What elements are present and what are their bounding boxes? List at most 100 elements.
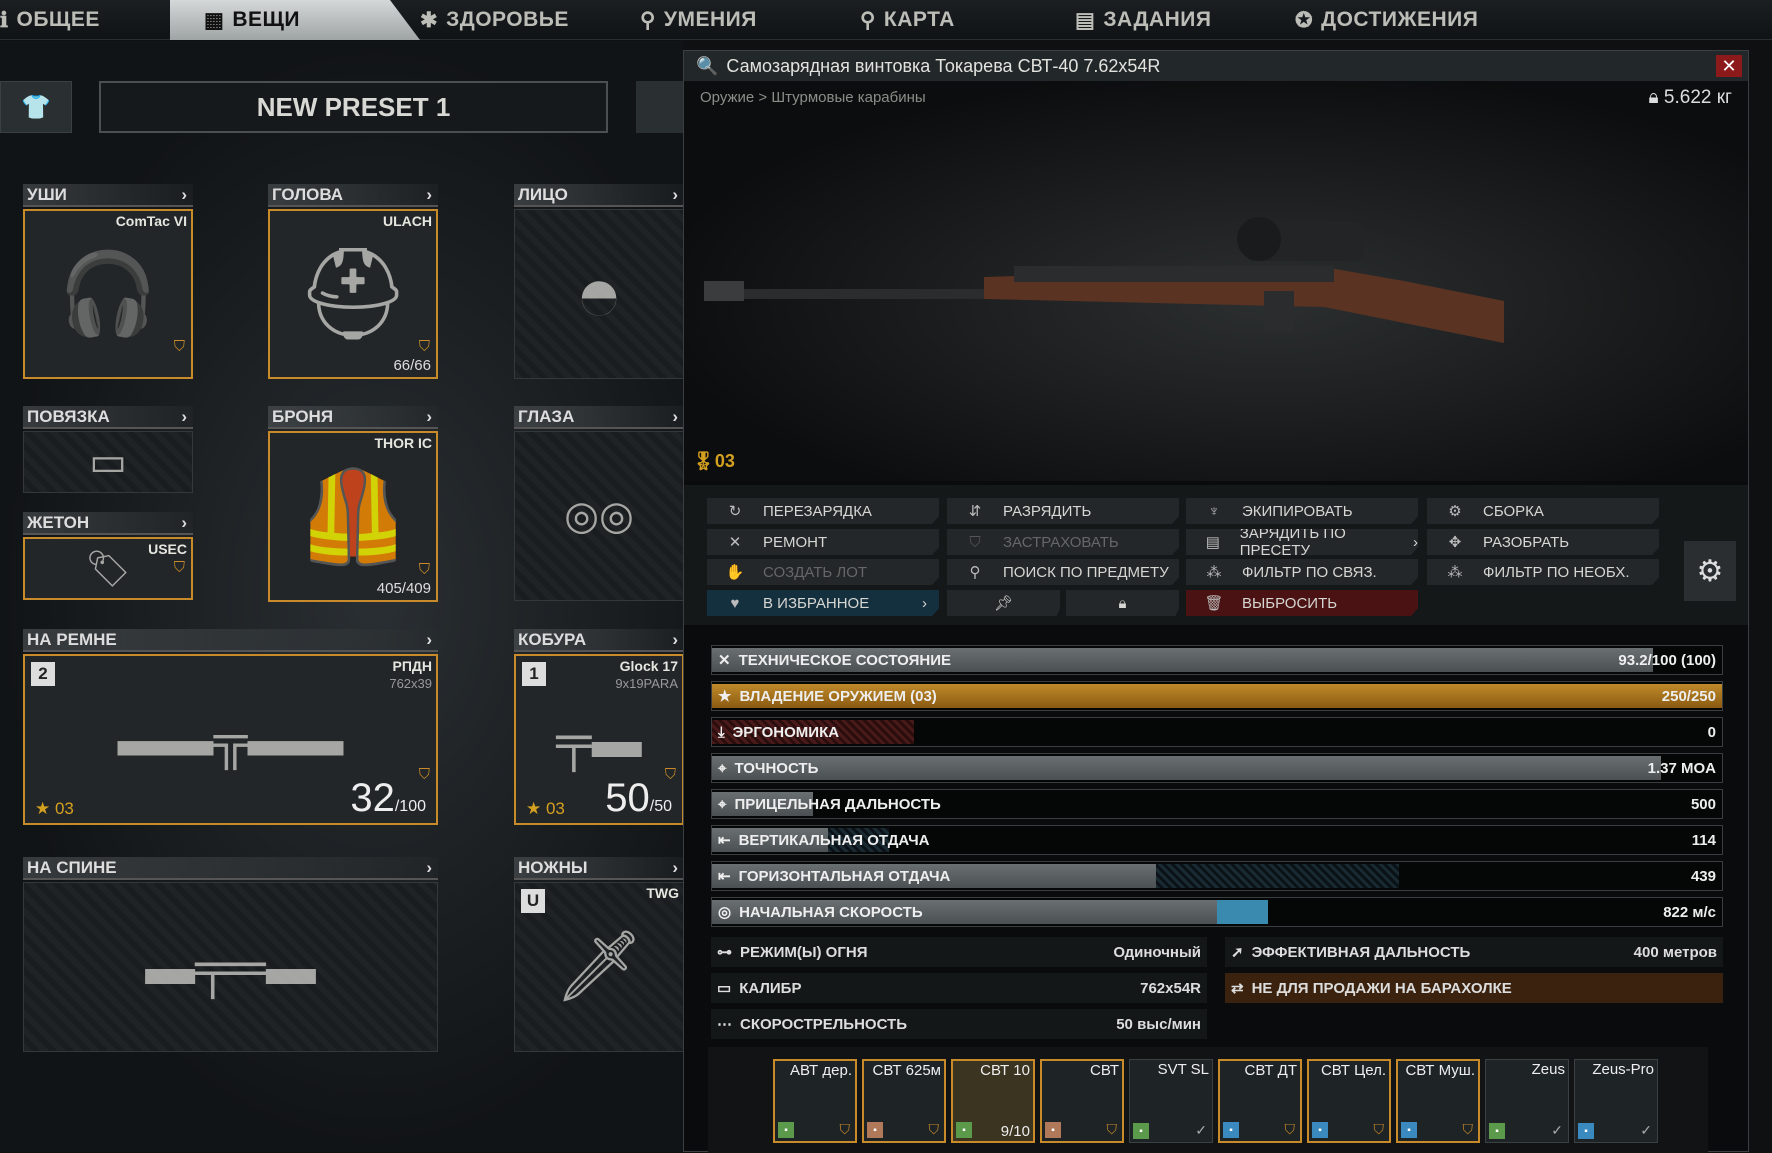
slot-durability: 405/409 xyxy=(376,580,431,597)
skills-icon: ⚲ xyxy=(640,8,656,32)
mod-slot[interactable]: СВТ 10▪9/10 xyxy=(951,1059,1035,1143)
item-title-bar[interactable]: 🔍 Самозарядная винтовка Токарева СВТ-40 … xyxy=(684,51,1748,81)
mod-slot[interactable]: СВТ ДТ▪⛉ xyxy=(1218,1059,1302,1143)
mod-type-icon: ▪ xyxy=(1312,1122,1328,1138)
modding-gear-button[interactable]: ⚙ xyxy=(1684,541,1736,601)
breadcrumb: Оружие > Штурмовые карабины xyxy=(700,89,926,106)
heart-icon: ♥ xyxy=(730,594,740,612)
action-label: РАЗОБРАТЬ xyxy=(1483,533,1570,551)
weapon-image xyxy=(704,217,1504,343)
action-repair[interactable]: ✕РЕМОНТ xyxy=(707,529,939,555)
no-flea-icon: ⇄ xyxy=(1231,980,1244,997)
stat-fill-bar xyxy=(712,864,1157,888)
mastery-level: 03 xyxy=(545,799,565,818)
slot-item-name: РПДН xyxy=(392,658,432,674)
mod-slot[interactable]: СВТ Муш.▪⛉ xyxy=(1396,1059,1480,1143)
chevron-right-icon: › xyxy=(426,406,432,426)
ammo-max: /50 xyxy=(649,798,672,815)
slot-eyes[interactable]: ◎◎ xyxy=(514,431,684,601)
chevron-right-icon: › xyxy=(672,184,678,204)
mod-slot[interactable]: СВТ▪⛉ xyxy=(1040,1059,1124,1143)
slot-header-eyes[interactable]: ГЛАЗА› xyxy=(514,406,684,429)
slot-header-back[interactable]: НА СПИНЕ› xyxy=(23,857,438,880)
mod-slot[interactable]: Zeus-Pro▪✓ xyxy=(1574,1059,1658,1143)
action-label: ФИЛЬТР ПО СВЯЗ. xyxy=(1242,563,1377,581)
recoil-icon: ⇤ xyxy=(718,868,731,885)
mod-slot[interactable]: Zeus▪✓ xyxy=(1485,1059,1569,1143)
lock-button[interactable]: 🔒︎ xyxy=(1066,590,1179,616)
mod-slot[interactable]: СВТ Цел.▪⛉ xyxy=(1307,1059,1391,1143)
stat-value: 250/250 xyxy=(1661,687,1716,705)
slot-header-sling[interactable]: НА РЕМНЕ› xyxy=(23,629,438,652)
equip-icon: ♆ xyxy=(1208,502,1220,520)
ammo-current: 32 xyxy=(350,776,395,820)
chevron-right-icon: › xyxy=(181,406,187,426)
slot-header-head[interactable]: ГОЛОВА› xyxy=(268,184,438,207)
slot-header-face[interactable]: ЛИЦО› xyxy=(514,184,684,207)
info-label: ⇄НЕ ДЛЯ ПРОДАЖИ НА БАРАХОЛКЕ xyxy=(1231,979,1512,998)
slot-item-name: USEC xyxy=(148,541,187,557)
info-icon: ℹ xyxy=(0,8,9,32)
info-value: 762x54R xyxy=(1140,979,1201,997)
preset-name-field[interactable]: NEW PRESET 1 xyxy=(99,81,608,133)
mod-slot[interactable]: АВТ дер.▪⛉ xyxy=(773,1059,857,1143)
action-unload[interactable]: ⇵РАЗРЯДИТЬ xyxy=(947,498,1179,524)
stat-penalty-bar xyxy=(712,720,914,744)
slot-back[interactable]: ▬╤═▬ xyxy=(23,882,438,1052)
action-disassemble[interactable]: ✥РАЗОБРАТЬ xyxy=(1427,529,1659,555)
slot-dogtag[interactable]: 🏷USEC⛉ xyxy=(23,537,193,600)
slot-header-ears[interactable]: УШИ› xyxy=(23,184,193,207)
action-equip[interactable]: ♆ЭКИПИРОВАТЬ xyxy=(1186,498,1418,524)
mod-slot[interactable]: SVT SL▪✓ xyxy=(1129,1059,1213,1143)
action-load-preset[interactable]: ▤ЗАРЯДИТЬ ПО ПРЕСЕТУ› xyxy=(1186,529,1418,555)
tab-5[interactable]: ▤ЗАДАНИЯ xyxy=(1075,0,1245,40)
slot-header-armband[interactable]: ПОВЯЗКА› xyxy=(23,406,193,429)
slot-header-holster[interactable]: КОБУРА› xyxy=(514,629,684,652)
action-search[interactable]: ⚲ПОИСК ПО ПРЕДМЕТУ xyxy=(947,559,1179,585)
chevron-right-icon: › xyxy=(426,857,432,877)
tab-3[interactable]: ⚲УМЕНИЯ xyxy=(640,0,820,40)
tab-4[interactable]: ⚲КАРТА xyxy=(860,0,1020,40)
slot-header-scabbard[interactable]: НОЖНЫ› xyxy=(514,857,684,880)
slot-header-armor[interactable]: БРОНЯ› xyxy=(268,406,438,429)
stat-fill-bar xyxy=(712,828,829,852)
slot-ears[interactable]: 🎧ComTac VI⛉ xyxy=(23,209,193,379)
slot-face[interactable]: ◓ xyxy=(514,209,684,379)
tab-1[interactable]: ▦ВЕЩИ xyxy=(170,0,420,40)
action-modding[interactable]: ⚙СБОРКА xyxy=(1427,498,1659,524)
close-button[interactable]: ✕ xyxy=(1716,55,1742,77)
info-name: СКОРОСТРЕЛЬНОСТЬ xyxy=(740,1015,907,1033)
slot-item-name: Glock 17 xyxy=(619,658,678,674)
unload-icon: ⇵ xyxy=(968,503,982,520)
discard-button[interactable]: 🗑ВЫБРОСИТЬ xyxy=(1186,590,1418,616)
slot-label: НОЖНЫ xyxy=(518,857,588,877)
tab-2[interactable]: ✱ЗДОРОВЬЕ xyxy=(420,0,610,40)
mod-name: АВТ дер. xyxy=(790,1062,852,1079)
preset-side-button[interactable] xyxy=(636,81,686,133)
slot-header-dogtag[interactable]: ЖЕТОН› xyxy=(23,512,193,535)
weight-value: 5.622 кг xyxy=(1663,87,1732,108)
chevron-right-icon: › xyxy=(426,184,432,204)
mod-slot[interactable]: СВТ 625м▪⛉ xyxy=(862,1059,946,1143)
stat-row: ★ВЛАДЕНИЕ ОРУЖИЕМ (03)250/250 xyxy=(711,681,1723,711)
item-inspect-window: 🔍 Самозарядная винтовка Токарева СВТ-40 … xyxy=(683,50,1749,1153)
slot-armband[interactable]: ▭ xyxy=(23,431,193,493)
favorite-button[interactable]: ♥В ИЗБРАННОЕ› xyxy=(707,590,939,616)
preset-clothing-button[interactable]: 👕 xyxy=(0,81,72,133)
slot-item-name: ULACH xyxy=(383,213,432,229)
pin-button[interactable]: 📌︎ xyxy=(947,590,1060,616)
tab-label: ВЕЩИ xyxy=(232,8,301,31)
action-required-filter[interactable]: ⁂ФИЛЬТР ПО НЕОБХ. xyxy=(1427,559,1659,585)
slot-number-badge: U xyxy=(521,889,545,913)
action-insure: ⛉ЗАСТРАХОВАТЬ xyxy=(947,529,1179,555)
action-linked-filter[interactable]: ⁂ФИЛЬТР ПО СВЯЗ. xyxy=(1186,559,1418,585)
tab-6[interactable]: ✪ДОСТИЖЕНИЯ xyxy=(1295,0,1485,40)
fire-mode-icon: ⊶ xyxy=(717,944,732,961)
action-reload[interactable]: ↻ПЕРЕЗАРЯДКА xyxy=(707,498,939,524)
